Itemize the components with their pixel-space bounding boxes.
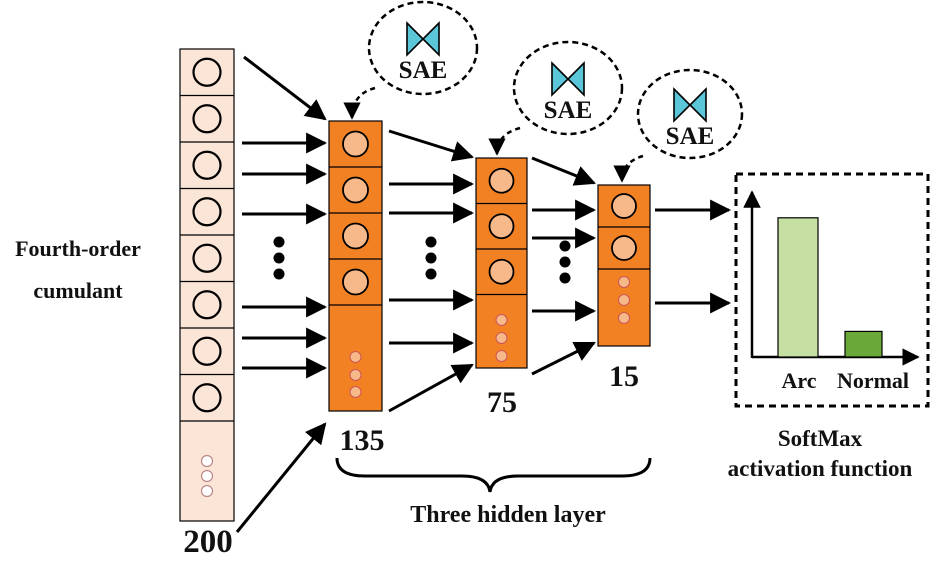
connection-arrows	[235, 55, 732, 533]
hidden1-ellipsis-neuron	[349, 351, 362, 363]
sae-1: SAE	[343, 0, 479, 120]
autoencoder-icon	[551, 61, 585, 97]
ellipsis-dot	[273, 236, 285, 248]
ellipsis-dot	[425, 236, 437, 248]
input-ellipsis-neuron	[200, 454, 214, 468]
ellipsis-dot	[559, 256, 571, 268]
input-neuron	[192, 57, 222, 87]
ellipsis-dot	[425, 252, 437, 264]
output-bar-label: Arc	[781, 368, 816, 393]
hidden3-size-label: 15	[609, 360, 639, 393]
sae-label: SAE	[399, 57, 448, 84]
hidden1-neuron	[342, 176, 369, 204]
ellipsis-dot	[425, 268, 437, 280]
hidden2-ellipsis-neuron	[495, 314, 508, 326]
input-ellipsis-neuron	[200, 484, 214, 498]
softmax-output-panel: Arc Normal	[734, 172, 930, 408]
ellipsis-dot	[273, 252, 285, 264]
hidden1-neuron	[342, 222, 369, 250]
sae-label: SAE	[666, 123, 715, 150]
hidden1-neuron	[342, 268, 369, 296]
hidden2-neuron	[488, 213, 515, 240]
input-neuron	[192, 336, 222, 366]
sae-dashed-arrow	[343, 86, 376, 120]
sae-group: SAE SAE SAE	[343, 0, 744, 183]
autoencoder-icon	[406, 21, 440, 57]
input-neuron	[192, 290, 222, 320]
connection-arrow	[531, 156, 596, 186]
hidden2-neuron	[488, 258, 515, 285]
hidden3-ellipsis-neuron	[618, 294, 630, 306]
hidden3-neuron	[611, 193, 637, 219]
connection-arrow	[235, 422, 327, 533]
hidden-layer-2	[475, 157, 528, 369]
hidden-layer-1	[328, 120, 383, 412]
sae-2: SAE	[488, 40, 624, 156]
input-neuron	[192, 197, 222, 227]
hidden3-ellipsis-neuron	[618, 312, 630, 324]
hidden1-ellipsis-neuron	[349, 369, 362, 381]
hidden1-size-label: 135	[340, 424, 385, 457]
input-label-line1: Fourth-order	[15, 236, 141, 261]
output-bar-arc	[777, 217, 819, 358]
input-layer	[179, 48, 235, 522]
hidden2-ellipsis-neuron	[495, 350, 508, 362]
sae-label: SAE	[544, 97, 593, 124]
sae-dashed-circle	[367, 0, 479, 96]
sae-dashed-circle	[512, 40, 624, 136]
sae-dashed-circle	[636, 68, 744, 160]
input-neuron	[192, 383, 222, 413]
connection-arrow	[388, 129, 475, 162]
hidden-layer-brace	[335, 457, 652, 493]
output-title-line2: activation function	[728, 456, 913, 481]
hidden2-ellipsis-neuron	[495, 332, 508, 344]
input-neuron	[192, 104, 222, 134]
input-ellipsis-neuron	[200, 469, 214, 483]
ellipsis-dots	[273, 236, 571, 284]
connection-arrow	[243, 55, 327, 121]
hidden2-size-label: 75	[487, 386, 517, 419]
sae-dashed-arrow	[488, 126, 521, 156]
connection-arrow	[388, 363, 474, 413]
autoencoder-icon	[673, 87, 707, 123]
hidden-layer-3	[597, 184, 651, 347]
output-bar-label: Normal	[837, 368, 909, 393]
input-neuron	[192, 150, 222, 180]
input-label-line2: cumulant	[33, 278, 123, 303]
connection-arrow	[531, 341, 596, 376]
input-neuron	[192, 243, 222, 273]
output-bar-normal	[844, 330, 883, 358]
brace-label: Three hidden layer	[410, 502, 606, 528]
hidden3-neuron	[611, 235, 637, 261]
hidden3-ellipsis-neuron	[618, 276, 630, 288]
ellipsis-dot	[273, 268, 285, 280]
ellipsis-dot	[559, 240, 571, 252]
output-title-line1: SoftMax	[778, 426, 863, 451]
ellipsis-dot	[559, 272, 571, 284]
output-dashed-box	[734, 172, 930, 408]
sae-3: SAE	[613, 68, 744, 183]
input-size-label: 200	[183, 524, 233, 560]
hidden2-neuron	[488, 167, 515, 194]
hidden1-ellipsis-neuron	[349, 386, 362, 398]
sae-dashed-arrow	[613, 154, 644, 183]
hidden1-neuron	[342, 130, 369, 158]
